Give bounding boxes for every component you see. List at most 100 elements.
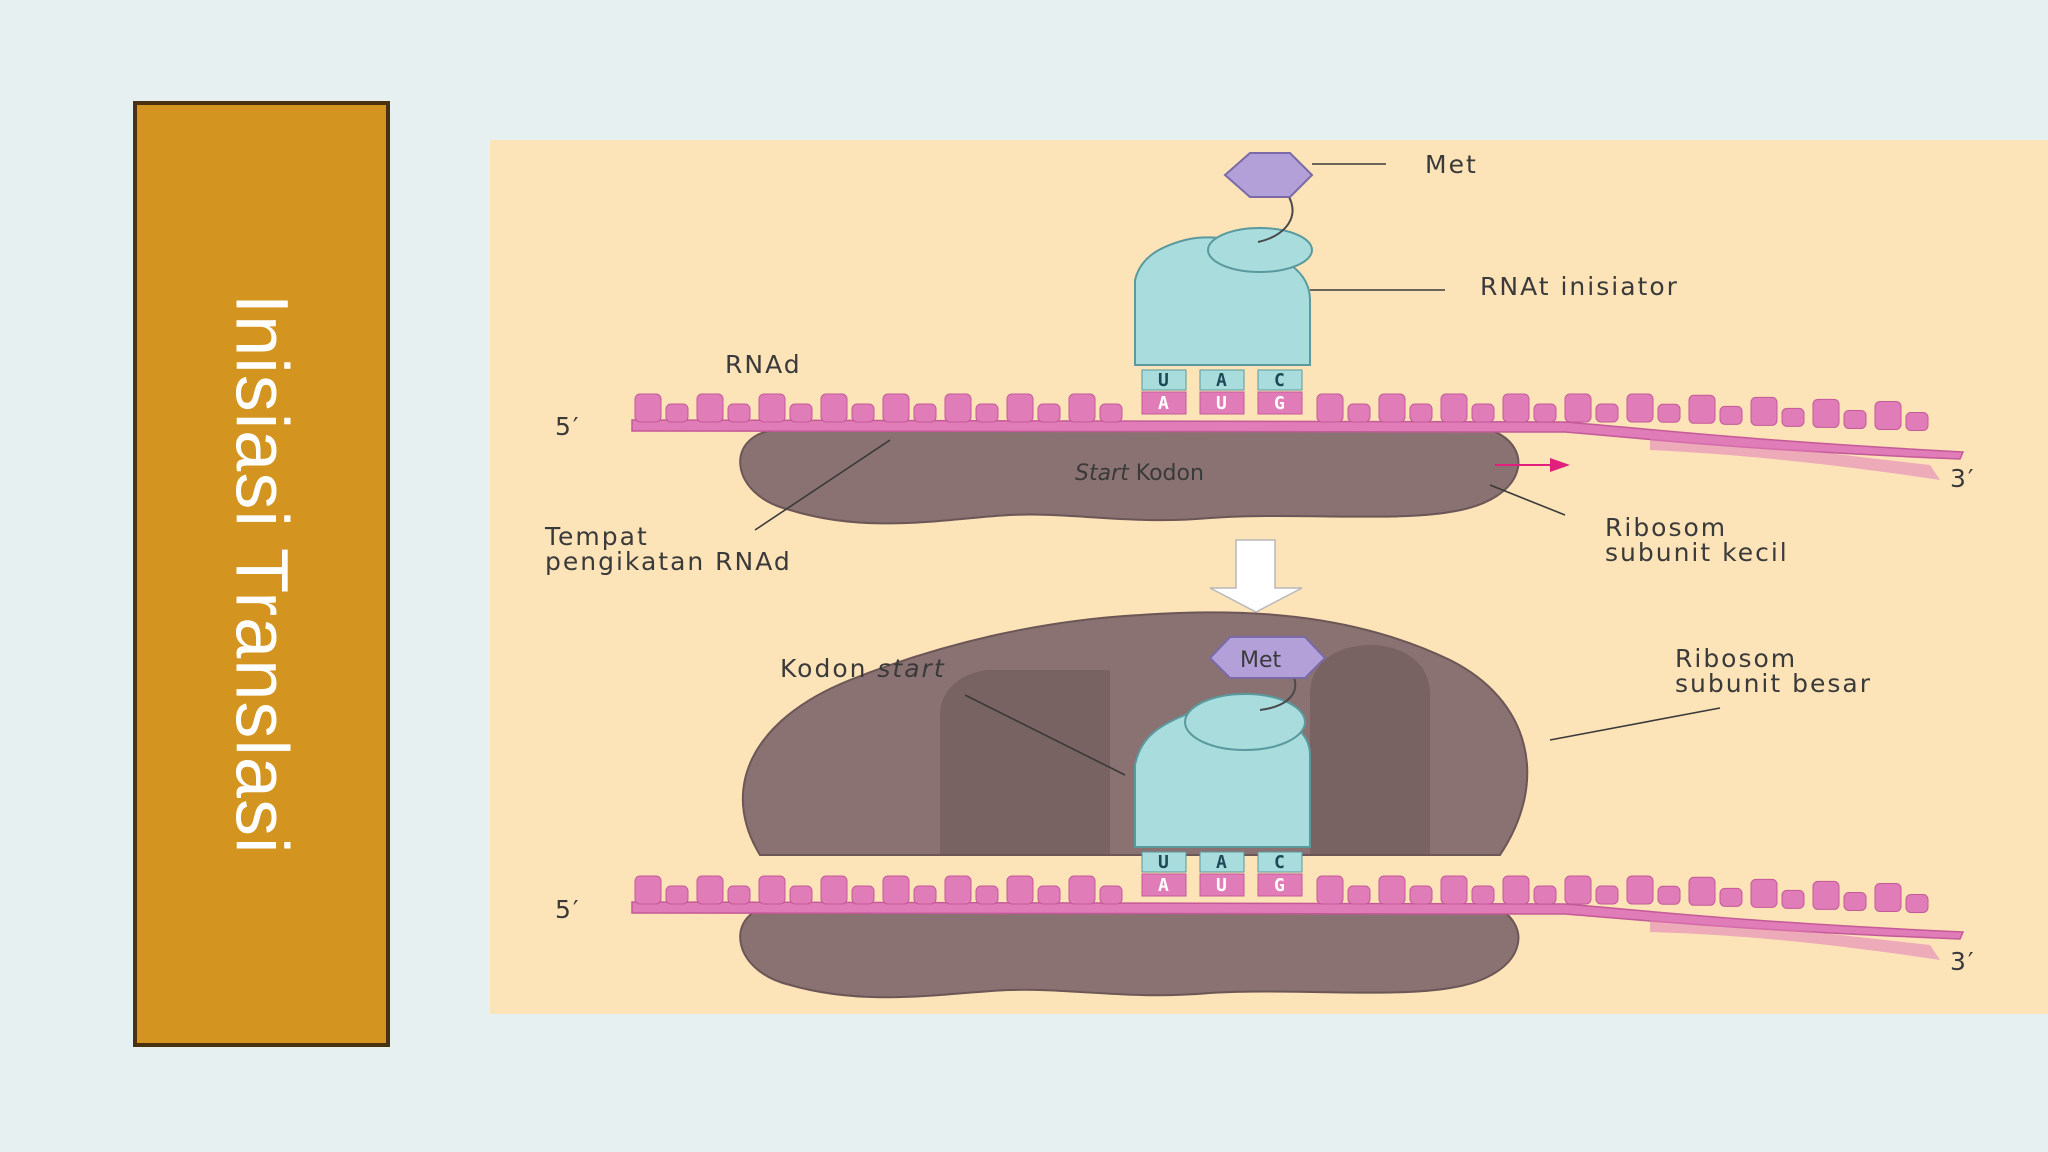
large-subunit-tunnel-left — [940, 670, 1110, 855]
mrna-nucleotide — [1068, 875, 1096, 905]
codon-base — [1199, 391, 1245, 415]
mrna-label: RNAd — [725, 350, 802, 379]
mrna-nucleotide — [1905, 894, 1929, 914]
small-subunit-line2: subunit kecil — [1605, 538, 1789, 567]
initiator-trna-top — [1134, 184, 1313, 366]
mrna-nucleotide — [696, 875, 724, 905]
anticodon-letter: C — [1274, 370, 1285, 391]
mrna-nucleotide — [1347, 885, 1371, 905]
mrna-nucleotide — [1316, 393, 1344, 423]
anticodon-letter: C — [1274, 852, 1285, 873]
mrna-nucleotide — [1533, 885, 1557, 905]
mrna-nucleotide — [1874, 401, 1902, 430]
mrna-nucleotide — [1626, 875, 1654, 905]
mrna-nucleotide — [820, 393, 848, 423]
mrna-nucleotide — [789, 885, 813, 905]
mrna-nucleotide — [1719, 405, 1743, 425]
anticodon-letter: A — [1216, 370, 1227, 391]
mrna-nucleotide — [1471, 403, 1495, 423]
mrna-nucleotide — [1812, 880, 1840, 910]
mrna-nucleotide — [1533, 403, 1557, 423]
mrna-nucleotide — [1006, 393, 1034, 423]
direction-arrow — [1495, 458, 1570, 472]
trna-initiator-label: RNAt inisiator — [1480, 272, 1679, 301]
mrna-nucleotide — [727, 885, 751, 905]
mrna-nucleotide — [1812, 398, 1840, 428]
mrna-nucleotide — [1378, 875, 1406, 905]
mrna-nucleotide — [634, 875, 662, 905]
mrna-nucleotide — [634, 393, 662, 423]
mrna-nucleotide — [1316, 875, 1344, 905]
mrna-nucleotide — [1409, 403, 1433, 423]
mrna-nucleotide — [1099, 885, 1123, 905]
anticodon-letter: U — [1158, 370, 1169, 391]
mrna-nucleotide — [1502, 393, 1530, 423]
mrna-nucleotide — [789, 403, 813, 423]
mrna-nucleotide — [1843, 409, 1867, 429]
codon-letter: A — [1158, 393, 1169, 414]
five-prime-top: 5′ — [555, 412, 581, 441]
mrna-nucleotide — [665, 885, 689, 905]
mrna-nucleotide — [1750, 396, 1778, 426]
mrna-nucleotide — [1688, 876, 1716, 906]
mrna-nucleotide — [758, 875, 786, 905]
large-subunit-line1: Ribosom — [1675, 644, 1797, 673]
large-subunit-tunnel-right — [1310, 645, 1430, 855]
anticodon-base — [1257, 851, 1303, 873]
anticodon-letter: U — [1158, 852, 1169, 873]
codon-base — [1199, 873, 1245, 897]
mrna-nucleotide — [851, 885, 875, 905]
mrna-nucleotide — [665, 403, 689, 423]
mrna-nucleotide — [1719, 887, 1743, 907]
mrna-nucleotide — [913, 403, 937, 423]
mrna-nucleotide — [1874, 883, 1902, 912]
mrna-nucleotide — [1688, 394, 1716, 424]
down-arrow — [1209, 539, 1303, 613]
codon-letter: A — [1158, 875, 1169, 896]
mrna-nucleotide — [913, 885, 937, 905]
anticodon-base — [1257, 369, 1303, 391]
three-prime-top: 3′ — [1950, 464, 1976, 493]
mrna-strand-bottom — [631, 875, 1965, 960]
mrna-nucleotide — [1006, 875, 1034, 905]
mrna-nucleotide — [1626, 393, 1654, 423]
mrna-nucleotide — [1378, 393, 1406, 423]
mrna-nucleotide — [820, 875, 848, 905]
codon-base — [1257, 391, 1303, 415]
binding-site-line2: pengikatan RNAd — [545, 547, 792, 576]
codon-letter: U — [1216, 393, 1227, 414]
kodon-start-label: Kodon start — [780, 654, 946, 683]
mrna-nucleotide — [1657, 885, 1681, 905]
mrna-nucleotide — [975, 403, 999, 423]
mrna-nucleotide — [1471, 885, 1495, 905]
small-subunit-top — [739, 429, 1520, 525]
codon-letter: G — [1274, 875, 1285, 896]
mrna-nucleotide — [727, 403, 751, 423]
codon-base — [1141, 391, 1187, 415]
codon-base — [1141, 873, 1187, 897]
small-subunit-line1: Ribosom — [1605, 513, 1727, 542]
mrna-nucleotide — [1595, 885, 1619, 905]
start-codon-label-top: Start Kodon — [1075, 461, 1204, 486]
met-residue-bottom: Met — [1208, 636, 1327, 679]
mrna-nucleotide — [1068, 393, 1096, 423]
codon-letter: G — [1274, 393, 1285, 414]
mrna-nucleotide — [1347, 403, 1371, 423]
mrna-nucleotide — [1564, 875, 1592, 905]
mrna-nucleotide — [1781, 407, 1805, 427]
mrna-nucleotide — [1595, 403, 1619, 423]
kodon-start-italic: start — [877, 654, 945, 683]
mrna-nucleotide — [1781, 889, 1805, 909]
mrna-nucleotide — [758, 393, 786, 423]
met-label-bottom: Met — [1240, 648, 1282, 673]
start-codon-rest: Kodon — [1129, 461, 1204, 486]
codon-letter: U — [1216, 875, 1227, 896]
mrna-nucleotide — [1905, 412, 1929, 432]
mrna-nucleotide — [882, 393, 910, 423]
mrna-nucleotide — [696, 393, 724, 423]
